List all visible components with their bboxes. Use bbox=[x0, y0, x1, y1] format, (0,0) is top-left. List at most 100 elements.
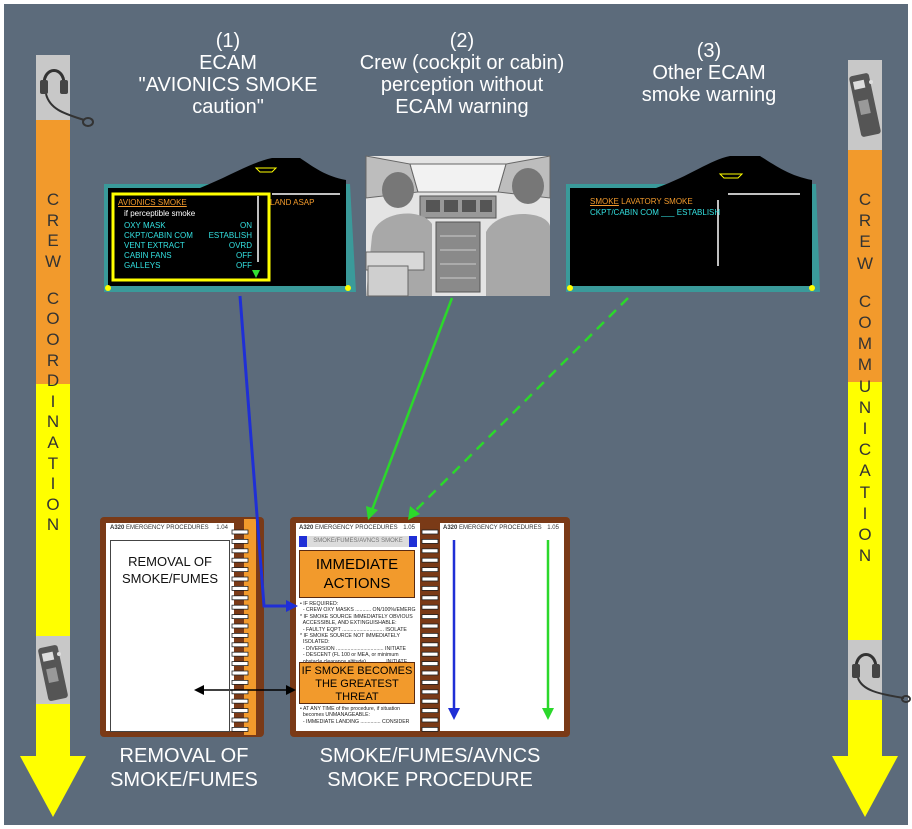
binder-ring bbox=[421, 567, 439, 572]
heading-line: Other ECAM bbox=[652, 62, 766, 84]
bar-letter: W bbox=[856, 253, 874, 273]
ecam1-checklist-item: CABIN FANS OFF bbox=[124, 251, 252, 261]
binder-ring bbox=[231, 567, 249, 572]
binder-ring bbox=[421, 529, 439, 535]
binder-ring bbox=[421, 614, 439, 619]
binder-ring bbox=[231, 670, 249, 676]
binder-ring bbox=[231, 623, 249, 629]
ecam-display-3 bbox=[566, 156, 820, 292]
heading-line: smoke warning bbox=[641, 84, 777, 106]
caption-line: SMOKE/FUMES bbox=[110, 769, 258, 791]
qrh-right-section: EMERGENCY PROCEDURES bbox=[459, 525, 542, 531]
bar-letter: R bbox=[46, 210, 60, 230]
binder-ring bbox=[231, 576, 249, 582]
ecam1-item-label: CABIN FANS bbox=[124, 251, 172, 260]
binder-ring bbox=[231, 548, 249, 554]
bar-letter: O bbox=[858, 312, 872, 332]
binder-rings bbox=[231, 529, 439, 732]
qrh-threat-line: THREAT bbox=[335, 691, 379, 703]
bar-letter: E bbox=[859, 232, 871, 252]
qrh-left-book bbox=[100, 517, 264, 737]
bar-letter: T bbox=[47, 453, 59, 473]
binder-ring bbox=[421, 661, 439, 666]
bar-letter: O bbox=[46, 309, 60, 329]
qrh-right-header: A320 EMERGENCY PROCEDURES 1.05 bbox=[443, 525, 559, 531]
caption-line: SMOKE/FUMES/AVNCS bbox=[319, 745, 541, 767]
ecam3-title: SMOKE LAVATORY SMOKE bbox=[590, 197, 693, 207]
binder-ring bbox=[421, 586, 439, 591]
heading-number: (1) bbox=[215, 30, 241, 52]
heading-avionics-smoke: (1) ECAM "AVIONICS SMOKE caution" bbox=[130, 30, 326, 118]
ecam1-item-label: VENT EXTRACT bbox=[124, 241, 185, 250]
binder-ring bbox=[231, 633, 249, 638]
qrh-center-block1: • IF REQUIRED: - CREW OXY MASKS ........… bbox=[300, 601, 416, 665]
qrh-center-aircraft: A320 bbox=[299, 525, 314, 531]
binder-ring bbox=[421, 670, 439, 676]
bar-letter: N bbox=[46, 412, 60, 432]
bar-letter: R bbox=[46, 350, 60, 370]
binder-ring bbox=[421, 708, 439, 713]
ecam3-item-label: CKPT/CABIN COM bbox=[590, 208, 659, 217]
bar-letter: D bbox=[46, 371, 60, 391]
caption-removal-of-smoke: REMOVAL OF SMOKE/FUMES bbox=[88, 744, 280, 792]
ecam-caution-highlight bbox=[111, 192, 271, 282]
qrh-center-block2: • AT ANY TIME of the procedure, if situa… bbox=[300, 706, 410, 725]
bar-letter: A bbox=[47, 433, 59, 453]
heading-line: Crew (cockpit or cabin) bbox=[359, 52, 565, 74]
bar-letter: N bbox=[46, 515, 60, 535]
ecam-overflow-arrow bbox=[252, 270, 260, 278]
ecam1-item-action: OVRD bbox=[228, 241, 252, 250]
left-bar-orange-segment bbox=[36, 120, 70, 384]
right-crew-communication-bar bbox=[832, 60, 898, 817]
binder-ring bbox=[231, 661, 249, 666]
ecam1-condition: if perceptible smoke bbox=[124, 209, 196, 218]
qrh-right-aircraft: A320 bbox=[443, 525, 458, 531]
qrh-left-aircraft: A320 bbox=[110, 525, 125, 531]
heading-line: perception without bbox=[380, 74, 544, 96]
flow-arrows bbox=[194, 295, 629, 720]
heading-number: (3) bbox=[696, 40, 722, 62]
binder-ring bbox=[231, 539, 249, 544]
bar-letter: C bbox=[46, 190, 60, 209]
qrh-left-body-line: REMOVAL OF bbox=[128, 554, 212, 569]
heading-line: caution" bbox=[192, 96, 264, 118]
ecam1-item-action: OFF bbox=[236, 251, 252, 260]
bar-letter: I bbox=[862, 418, 868, 438]
ecam3-title-rest: LAVATORY SMOKE bbox=[618, 197, 693, 206]
ecam1-item-label: OXY MASK bbox=[124, 221, 166, 230]
ecam1-item-label: GALLEYS bbox=[124, 261, 161, 270]
binder-ring bbox=[231, 614, 249, 619]
qrh-center-header: A320 EMERGENCY PROCEDURES 1.05 bbox=[299, 525, 415, 531]
headset-icon bbox=[852, 653, 911, 703]
qrh-left-section: EMERGENCY PROCEDURES bbox=[126, 525, 209, 531]
binder-ring bbox=[421, 539, 439, 544]
binder-ring bbox=[231, 595, 249, 601]
heading-line: "AVIONICS SMOKE bbox=[138, 74, 318, 96]
binder-ring bbox=[421, 717, 439, 723]
qrh-greatest-threat-box: IF SMOKE BECOMES THE GREATEST THREAT bbox=[299, 662, 415, 704]
bar-letter: C bbox=[46, 288, 60, 308]
qrh-left-body-line: SMOKE/FUMES bbox=[121, 571, 219, 586]
binder-ring bbox=[421, 651, 439, 657]
bar-letter: I bbox=[50, 474, 56, 494]
binder-ring bbox=[231, 604, 249, 610]
qrh-right-page-number: 1.05 bbox=[547, 525, 559, 531]
heading-line: ECAM bbox=[199, 52, 257, 74]
ecam-display-1 bbox=[104, 158, 356, 292]
cockpit-crew-illustration bbox=[365, 155, 551, 297]
bar-letter: M bbox=[857, 355, 873, 375]
heading-other-ecam: (3) Other ECAM smoke warning bbox=[614, 40, 804, 106]
bar-letter: C bbox=[858, 440, 872, 460]
binder-ring bbox=[231, 708, 249, 713]
qrh-immediate-actions-box: IMMEDIATE ACTIONS bbox=[299, 550, 415, 598]
binder-ring bbox=[231, 680, 249, 685]
bar-letter: A bbox=[859, 461, 871, 481]
ecam1-item-label: CKPT/CABIN COM bbox=[124, 231, 193, 240]
binder-ring bbox=[421, 680, 439, 685]
handset-icon bbox=[38, 645, 68, 701]
binder-ring bbox=[231, 557, 249, 563]
